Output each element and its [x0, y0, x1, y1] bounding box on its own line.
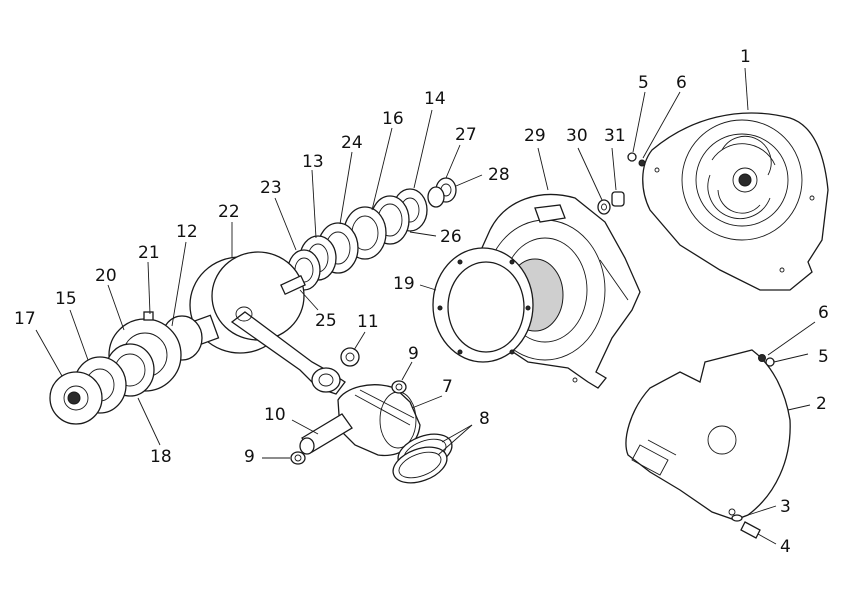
circlip-upper-part [391, 380, 407, 394]
callout-12: 12 [176, 222, 198, 242]
crankshaft-part [189, 251, 346, 395]
callout-5-lower: 5 [818, 347, 829, 367]
callout-27: 27 [455, 125, 477, 145]
callout-9-lower: 9 [244, 447, 255, 467]
callout-22: 22 [218, 202, 240, 222]
leader-lines [35, 67, 816, 545]
callout-31: 31 [604, 126, 626, 146]
callout-6-lower: 6 [818, 303, 829, 323]
nut-31-part [611, 191, 625, 207]
callout-10: 10 [264, 405, 286, 425]
callout-9-upper: 9 [408, 344, 419, 364]
screw-5-6-upper-part [627, 152, 646, 167]
callout-4: 4 [780, 537, 791, 557]
fan-cover-part [642, 112, 829, 291]
callout-14: 14 [424, 89, 446, 109]
callout-23: 23 [260, 178, 282, 198]
callout-19: 19 [393, 274, 415, 294]
screw-3-4-part [731, 514, 761, 539]
circlip-lower-part [290, 451, 306, 465]
callout-6-upper: 6 [676, 73, 687, 93]
callout-21: 21 [138, 243, 160, 263]
callout-16: 16 [382, 109, 404, 129]
callout-1: 1 [740, 47, 751, 67]
callout-8: 8 [479, 409, 490, 429]
callout-15: 15 [55, 289, 77, 309]
callout-29: 29 [524, 126, 546, 146]
washer-30-part [597, 199, 611, 215]
callout-25: 25 [315, 311, 337, 331]
callout-24: 24 [341, 133, 363, 153]
piston-pin-part [299, 413, 353, 455]
left-bearing-stack-part [49, 311, 203, 425]
gasket-part [432, 247, 534, 363]
callout-26: 26 [440, 227, 462, 247]
callout-3: 3 [780, 497, 791, 517]
callout-30: 30 [566, 126, 588, 146]
callout-17: 17 [14, 309, 36, 329]
bearing-stack-part [287, 177, 457, 291]
callout-2: 2 [816, 394, 827, 414]
callout-18: 18 [150, 447, 172, 467]
callout-labels: 1 5 6 31 30 29 28 27 14 16 24 13 23 22 2… [14, 47, 829, 557]
callout-13: 13 [302, 152, 324, 172]
callout-5-upper: 5 [638, 73, 649, 93]
side-cover-part [625, 349, 791, 521]
piston-rings-part [392, 433, 453, 484]
callout-28: 28 [488, 165, 510, 185]
callout-11: 11 [357, 312, 379, 332]
callout-7: 7 [442, 377, 453, 397]
needle-bearing-11-part [340, 347, 360, 367]
callout-20: 20 [95, 266, 117, 286]
screw-5-6-lower-part [758, 354, 775, 367]
